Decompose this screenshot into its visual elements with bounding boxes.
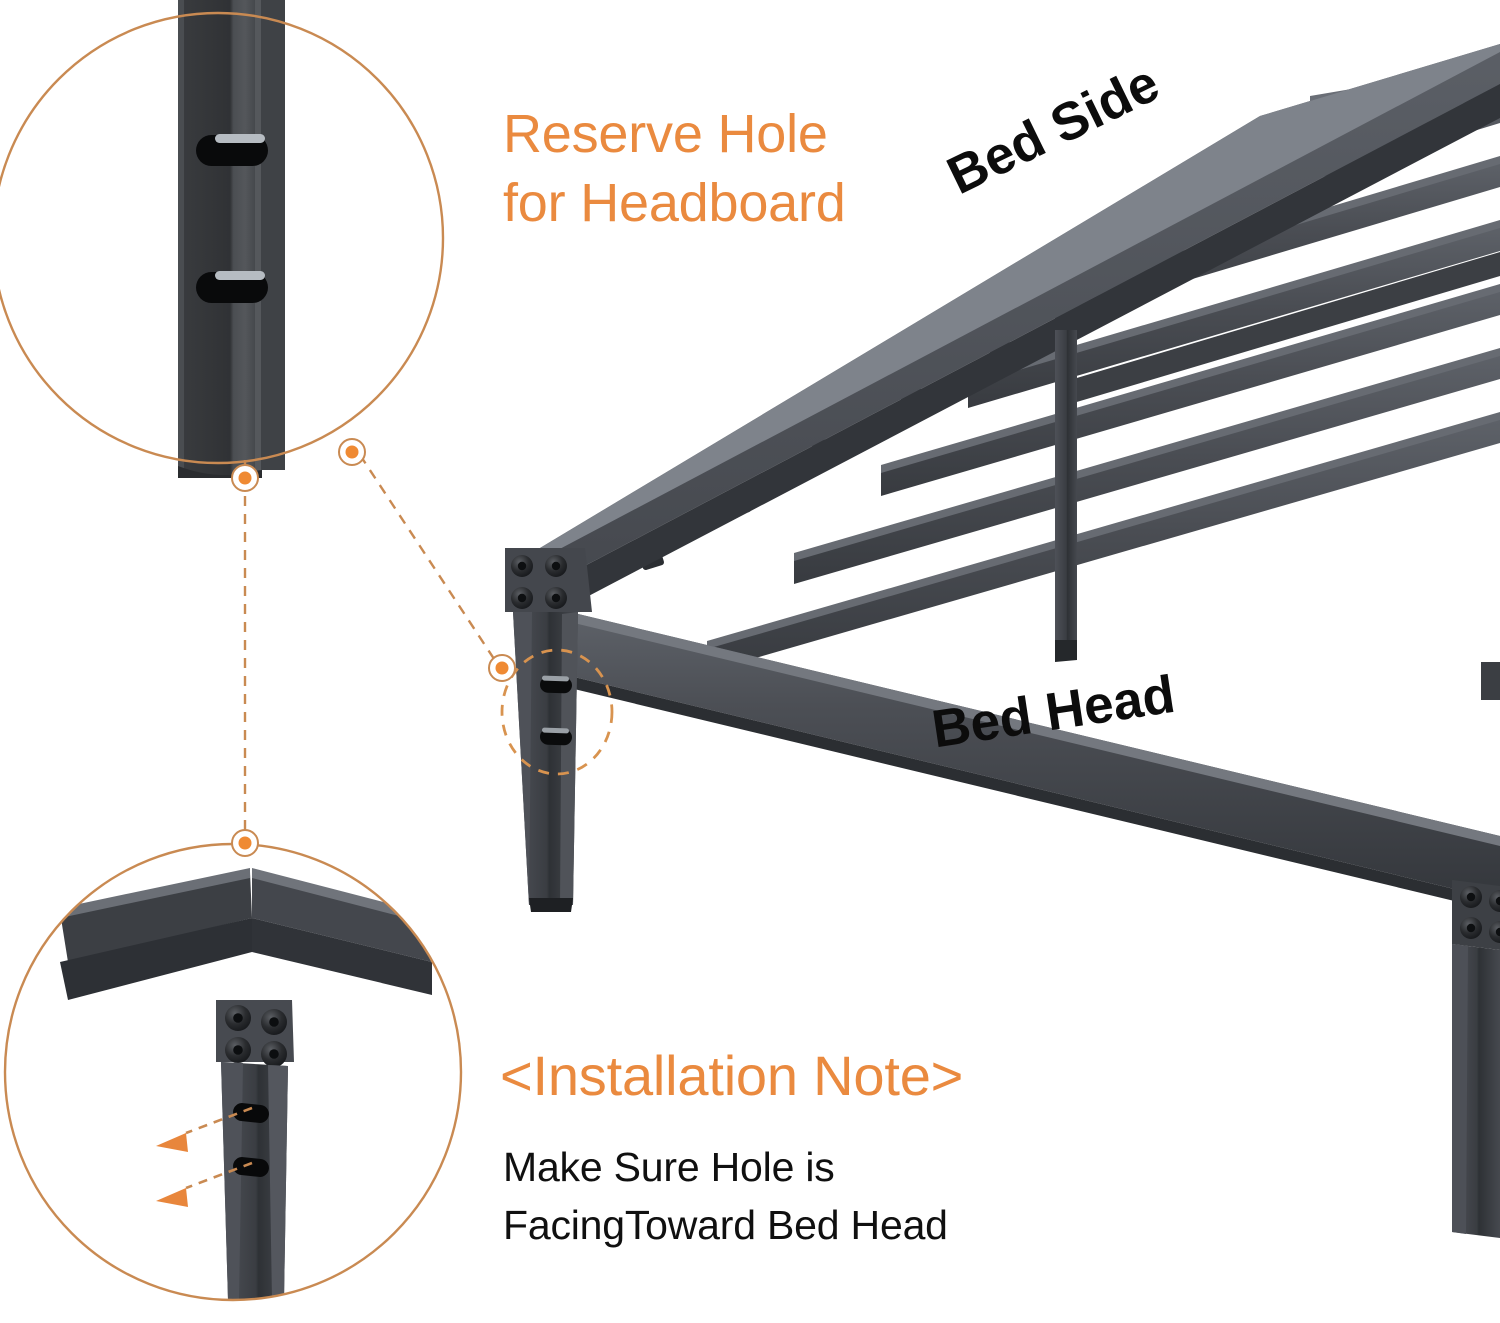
anchor-dot-top-circle-bottom [231,464,259,492]
reserve-hole-line-2: for Headboard [503,173,846,234]
installation-note-heading: <Installation Note> [500,1044,964,1107]
zoomed-slot-holes [196,134,268,303]
reserve-hole-line-1: Reserve Hole [503,104,828,164]
anchor-dot-bottom-circle-top [231,829,259,857]
anchor-dot-top-circle-right [338,438,366,466]
zoomed-corner-bolts [225,1005,287,1067]
reserve-slot-holes-main [540,675,572,746]
installation-note-line-2: FacingToward Bed Head [503,1202,948,1249]
anchor-dot-leg-ellipse [488,654,516,682]
center-support-beam [1055,252,1500,662]
bed-head-right-leg [1452,880,1500,1238]
callout-anchor-dots [231,438,516,857]
zoomed-leg-post [178,0,285,478]
corner-bolts-right [1460,886,1500,943]
leg-hole-highlight-ellipse [500,648,614,776]
bed-head-left-leg [505,548,592,912]
callout-top-left [0,0,445,478]
installation-note-line-1: Make Sure Hole is [503,1144,835,1190]
bed-side-rail [520,44,1500,632]
zoomed-corner-leg [60,868,432,1300]
callout-leader-lines [243,454,502,845]
reserve-hole-label: Reserve Hole for Headboard [503,100,846,238]
bed-back-right-leg [1481,662,1500,700]
callout-ring-top [0,11,445,465]
corner-bolts-left [511,555,567,609]
bed-head-rail [520,600,1500,912]
callout-bottom-left [3,842,463,1302]
bed-slats [638,64,1500,672]
bed-frame-illustration [505,44,1500,1238]
hole-direction-arrows [156,1106,253,1207]
installation-note-body: Make Sure Hole is FacingToward Bed Head [503,1138,948,1254]
zoomed-corner-slots [233,1103,269,1177]
